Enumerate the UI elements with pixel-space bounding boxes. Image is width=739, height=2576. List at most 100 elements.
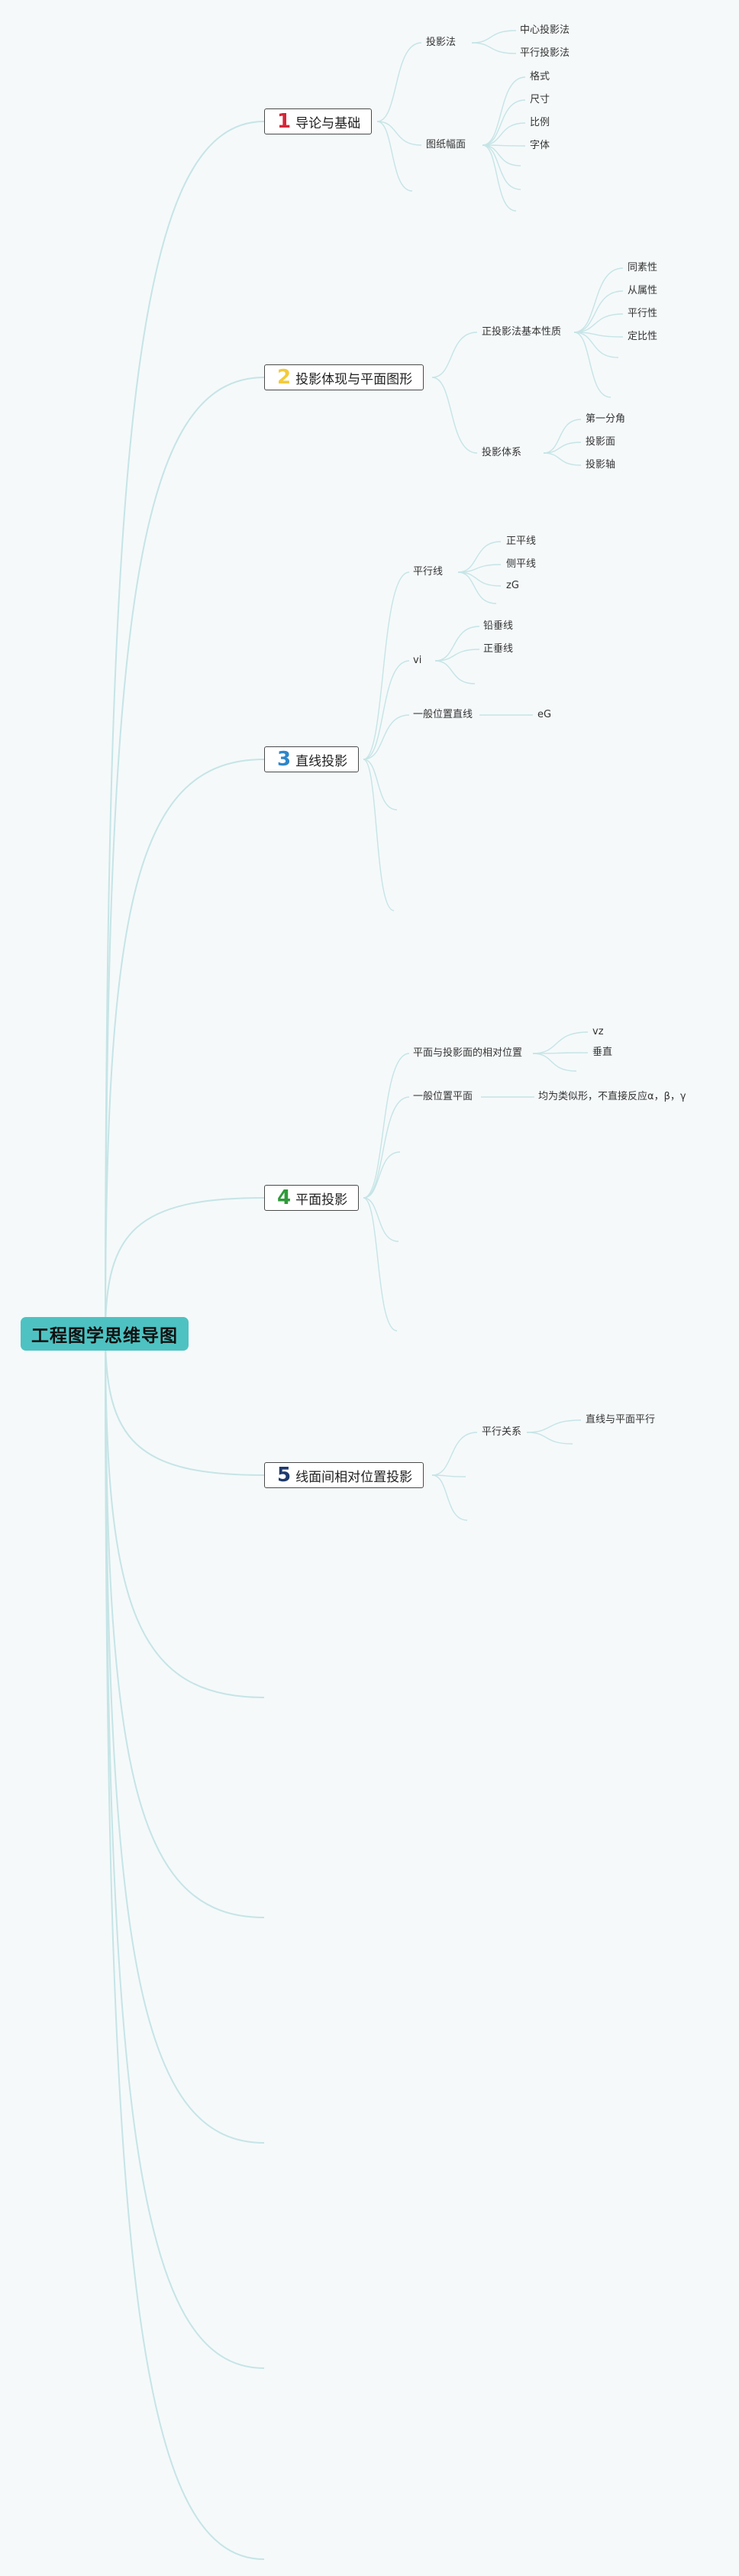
topic-label: 投影体现与平面图形 [295, 371, 413, 387]
connector-line [363, 759, 398, 811]
leaf-label[interactable]: 格式 [530, 71, 550, 83]
topic-number: 2 [277, 366, 292, 389]
connector-line [482, 144, 521, 190]
subtopic-label[interactable]: vi [413, 655, 422, 666]
topic-number: 4 [277, 1186, 292, 1209]
subtopic-label[interactable]: 一般位置平面 [413, 1091, 473, 1102]
connector-line [105, 1333, 265, 1918]
connector-line [457, 541, 502, 573]
connector-line [363, 759, 395, 911]
subtopic-label[interactable]: 正投影法基本性质 [482, 326, 562, 338]
connector-line [105, 1333, 265, 2144]
connector-line [363, 1197, 399, 1242]
subtopic-label[interactable]: 平行线 [413, 566, 444, 578]
connector-line [471, 42, 517, 54]
topic-node-1[interactable]: 1 导论与基础 [264, 108, 373, 134]
leaf-label[interactable]: 投影轴 [586, 459, 616, 471]
connector-line [457, 564, 502, 573]
topic-number: 1 [277, 110, 292, 133]
connector-line [573, 267, 624, 333]
leaf-label[interactable]: 侧平线 [506, 558, 537, 570]
leaf-label[interactable]: 第一分角 [586, 413, 626, 425]
connector-line [431, 1432, 478, 1476]
connector-line [532, 1053, 577, 1072]
topic-label: 平面投影 [295, 1192, 348, 1208]
connector-line [573, 313, 624, 333]
topic-node-5[interactable]: 5 线面间相对位置投影 [264, 1462, 424, 1488]
leaf-label[interactable]: 定比性 [628, 331, 658, 342]
connector-line [573, 332, 624, 338]
connector-line [105, 1197, 265, 1335]
connector-line [105, 1333, 265, 2560]
subtopic-label[interactable]: 投影法 [426, 37, 457, 48]
connector-line [532, 1031, 589, 1054]
connector-line [431, 377, 478, 454]
connector-line [482, 76, 526, 146]
subtopic-label[interactable]: 平行关系 [482, 1426, 522, 1438]
leaf-label[interactable]: 正平线 [506, 536, 537, 547]
connector-line [105, 1333, 265, 1698]
connector-line [573, 332, 612, 398]
connector-line [363, 571, 410, 760]
topic-number: 5 [277, 1464, 292, 1487]
topic-label: 线面间相对位置投影 [295, 1469, 413, 1485]
connector-line [431, 332, 478, 378]
leaf-label[interactable]: 比例 [530, 117, 550, 128]
subtopic-label[interactable]: 图纸幅面 [426, 139, 466, 150]
topic-node-3[interactable]: 3 直线投影 [264, 746, 360, 772]
leaf-label[interactable]: 字体 [530, 140, 550, 151]
leaf-label[interactable]: 投影面 [586, 436, 616, 448]
leaf-label[interactable]: 铅垂线 [483, 620, 514, 632]
connector-line [457, 571, 502, 587]
connector-line [363, 660, 410, 760]
connector-line [543, 419, 582, 454]
connector-line [471, 30, 517, 44]
connector-line [573, 290, 624, 333]
connector-line [434, 660, 476, 684]
connector-line [105, 1333, 265, 1476]
subtopic-label[interactable]: 平面与投影面的相对位置 [413, 1047, 523, 1059]
root-title: 工程图学思维导图 [31, 1326, 178, 1346]
connector-line [482, 99, 526, 146]
subtopic-label[interactable]: 一般位置直线 [413, 709, 473, 720]
connector-line [482, 122, 526, 146]
connector-line [543, 452, 582, 466]
connector-line [363, 1053, 410, 1199]
connector-line [376, 42, 422, 122]
leaf-label[interactable]: 同素性 [628, 262, 658, 273]
leaf-label[interactable]: 平行性 [628, 308, 658, 319]
connector-line [482, 144, 521, 167]
leaf-label[interactable]: 直线与平面平行 [586, 1414, 656, 1426]
connector-line [526, 1432, 573, 1445]
connector-line [363, 1096, 410, 1199]
topic-number: 3 [277, 748, 292, 771]
topic-node-4[interactable]: 4 平面投影 [264, 1185, 360, 1211]
connector-line [105, 377, 265, 1335]
leaf-label[interactable]: 平行投影法 [520, 47, 570, 59]
topic-node-2[interactable]: 2 投影体现与平面图形 [264, 364, 424, 390]
connector-line [526, 1419, 582, 1433]
connector-line [363, 1151, 401, 1199]
leaf-label[interactable]: 正垂线 [483, 643, 514, 655]
leaf-label[interactable]: 尺寸 [530, 94, 550, 105]
root-node[interactable]: 工程图学思维导图 [21, 1317, 189, 1351]
leaf-label[interactable]: 从属性 [628, 285, 658, 296]
connector-line [431, 1474, 468, 1521]
topic-label: 导论与基础 [295, 115, 361, 131]
connector-line [543, 442, 582, 454]
leaf-label[interactable]: 垂直 [592, 1047, 613, 1058]
leaf-label[interactable]: zG [506, 580, 519, 591]
topic-label: 直线投影 [295, 753, 348, 769]
connector-line [363, 1197, 398, 1332]
leaf-label[interactable]: eG [537, 709, 552, 720]
connector-line [363, 714, 410, 760]
connector-line [573, 332, 619, 358]
leaf-label[interactable]: vz [592, 1026, 604, 1037]
connector-line [376, 121, 413, 192]
leaf-label[interactable]: 均为类似形，不直接反应α，β，γ [538, 1091, 686, 1102]
connector-line [431, 1474, 466, 1477]
subtopic-label[interactable]: 投影体系 [482, 447, 522, 458]
connector-line [457, 571, 497, 604]
leaf-label[interactable]: 中心投影法 [520, 24, 570, 36]
